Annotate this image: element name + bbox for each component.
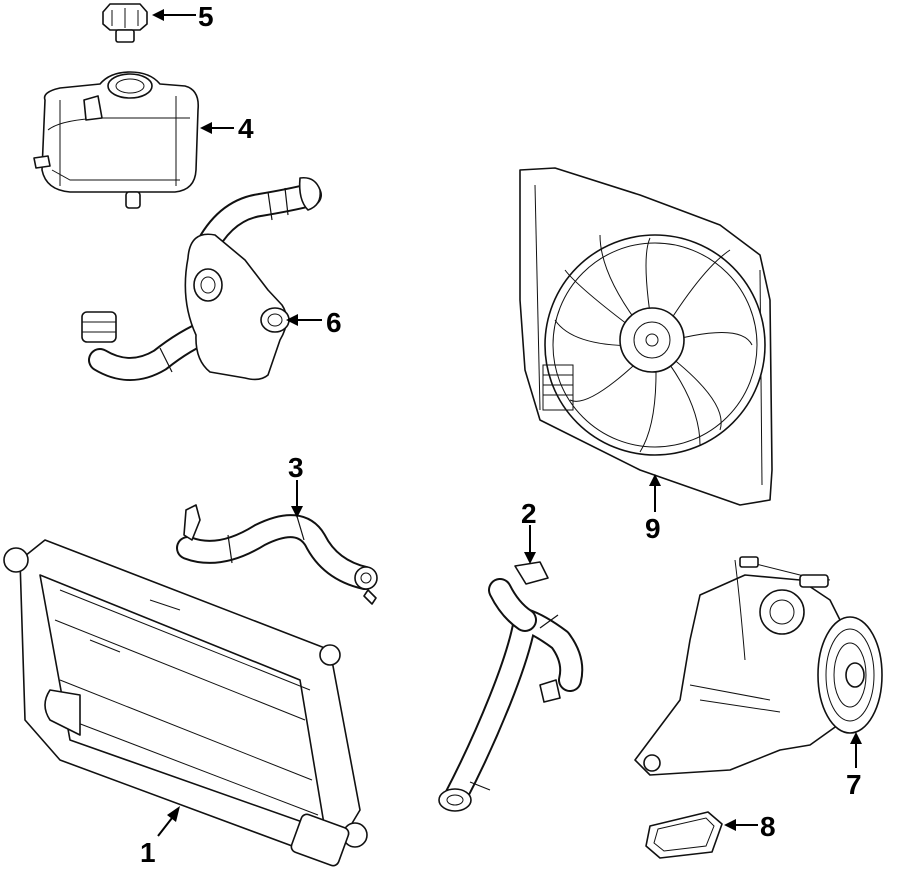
- callout-2: 2: [521, 498, 537, 529]
- callout-8: 8: [760, 811, 776, 842]
- arrow-5: [152, 9, 164, 21]
- leader-lines: [152, 9, 862, 837]
- arrow-1: [167, 806, 180, 822]
- callout-6: 6: [326, 307, 342, 338]
- upper-radiator-hose-drawing: [176, 504, 378, 605]
- callout-3: 3: [288, 452, 304, 483]
- callout-7: 7: [846, 769, 862, 800]
- thermostat-housing-hose-drawing: [81, 176, 322, 381]
- callout-1: 1: [140, 837, 156, 868]
- callout-5: 5: [198, 1, 214, 32]
- arrow-6: [286, 314, 298, 326]
- arrow-3: [291, 506, 303, 518]
- arrow-7: [850, 732, 862, 744]
- callout-9: 9: [645, 513, 661, 544]
- arrow-9: [649, 474, 661, 486]
- arrow-4: [200, 122, 212, 134]
- reservoir-cap-drawing: [102, 3, 148, 43]
- water-pump-drawing: [634, 556, 883, 776]
- cooling-fan-drawing: [519, 167, 773, 506]
- callout-4: 4: [238, 113, 254, 144]
- water-pump-gasket-drawing: [645, 811, 723, 859]
- radiator-drawing: [3, 539, 368, 867]
- callout-labels: 1 2 3 4 5 6 7 8 9: [140, 1, 862, 868]
- arrow-8: [724, 819, 736, 831]
- arrow-2: [524, 552, 536, 564]
- lower-radiator-hose-drawing: [438, 561, 584, 812]
- coolant-reservoir-drawing: [33, 71, 200, 209]
